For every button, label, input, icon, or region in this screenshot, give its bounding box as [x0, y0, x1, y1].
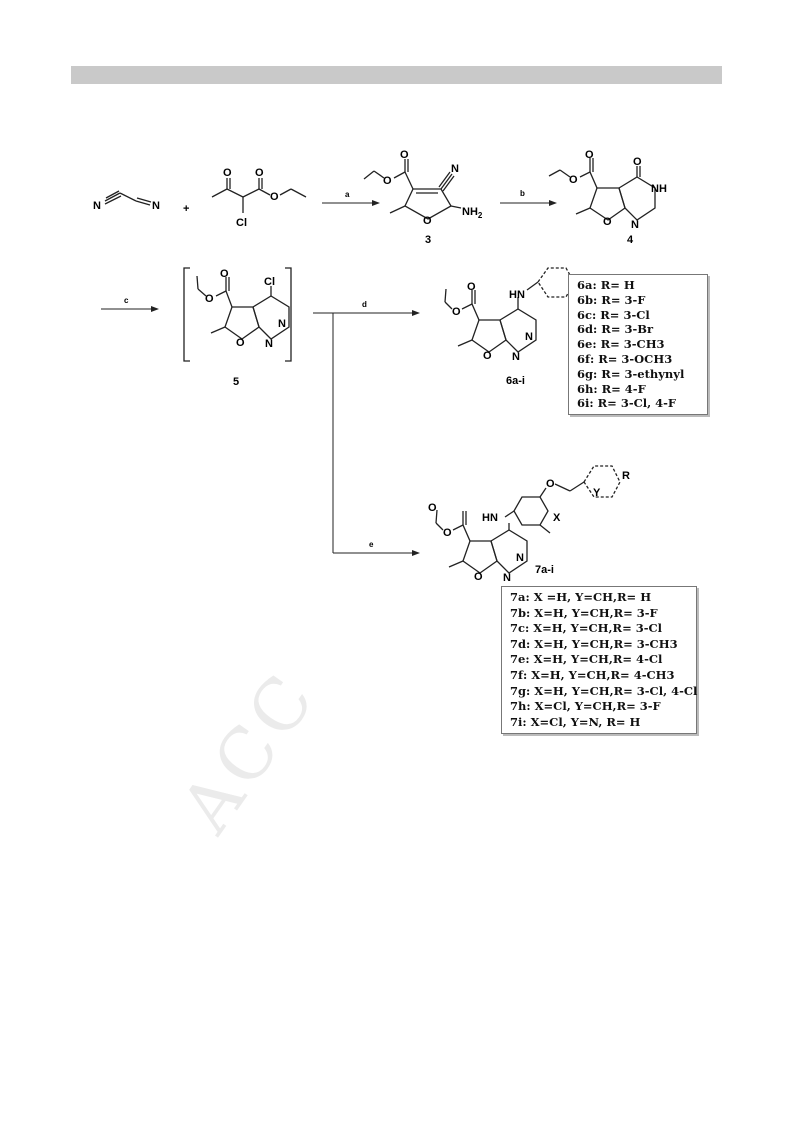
- ring-oxygen-label: O: [603, 216, 612, 228]
- series-6-entry: 6g: R= 3-ethynyl: [577, 366, 685, 381]
- compound-5-label: 5: [233, 376, 239, 388]
- reagent-a-label: a: [345, 190, 350, 199]
- chlorine-label: Cl: [236, 217, 247, 229]
- nh-label: NH: [651, 183, 667, 195]
- compound-3-structure: O O N O NH2: [363, 149, 483, 227]
- oxygen-label: O: [223, 167, 232, 179]
- malononitrile: N N: [93, 190, 160, 212]
- oxygen-label: O: [255, 167, 264, 179]
- series-7-entry: 7b: X=H, Y=CH,R= 3-F: [510, 605, 658, 620]
- ring-oxygen-label: O: [474, 571, 483, 583]
- hn-label: HN: [509, 289, 525, 301]
- arrowhead: [549, 200, 557, 206]
- series-7-entry: 7i: X=Cl, Y=N, R= H: [510, 714, 641, 729]
- oxygen-label: O: [383, 175, 392, 187]
- oxygen-label: O: [270, 191, 279, 203]
- nitrogen-label: N: [525, 331, 533, 343]
- reagent-c-label: c: [124, 296, 129, 305]
- series-7-entry: 7h: X=Cl, Y=CH,R= 3-F: [510, 699, 661, 714]
- oxygen-label: O: [400, 149, 409, 161]
- series-6-entry: 6a: R= H: [577, 278, 635, 292]
- nitrogen-label: N: [631, 219, 639, 231]
- arrowhead: [372, 200, 380, 206]
- compound-3-label: 3: [425, 234, 431, 246]
- series-7-entry: 7g: X=H, Y=CH,R= 3-Cl, 4-Cl: [510, 683, 698, 698]
- hn-label: HN: [482, 512, 498, 524]
- oxygen-label: O: [569, 174, 578, 186]
- nitrogen-label: N: [503, 572, 511, 584]
- y-atom-label: Y: [593, 487, 601, 499]
- ethyl-chloroacetoacetate: O O O Cl: [211, 167, 307, 229]
- ring-oxygen-label: O: [483, 350, 492, 362]
- nitrogen-label: N: [512, 351, 520, 363]
- oxygen-label: O: [443, 527, 452, 539]
- series-7-substituent-box: 7a: X =H, Y=CH,R= H 7b: X=H, Y=CH,R= 3-F…: [501, 586, 698, 735]
- series-6-entry: 6e: R= 3-CH3: [577, 337, 665, 352]
- series-6-entry: 6i: R= 3-Cl, 4-F: [577, 396, 677, 411]
- nitrogen-label: N: [93, 200, 101, 212]
- compound-4-label: 4: [627, 234, 634, 246]
- compound-5-structure: O O Cl N O N: [196, 268, 290, 350]
- series-7-entry: 7a: X =H, Y=CH,R= H: [510, 590, 652, 604]
- series-6-entry: 6h: R= 4-F: [577, 381, 646, 396]
- chlorine-label: Cl: [264, 276, 275, 288]
- compound-7-structure: O O HN O X Y R N O N: [428, 465, 630, 584]
- arrowhead: [151, 306, 159, 312]
- compound-6-label: 6a-i: [506, 375, 525, 387]
- reagent-e-label: e: [369, 540, 374, 549]
- series-6-entry: 6d: R= 3-Br: [577, 322, 654, 337]
- right-bracket: [285, 267, 292, 362]
- compound-6-structure: O O HN R N O N: [444, 267, 583, 363]
- reagent-b-label: b: [520, 189, 525, 198]
- series-6-entry: 6c: R= 3-Cl: [577, 307, 650, 322]
- nitrogen-label: N: [278, 318, 286, 330]
- r-group-label: R: [622, 470, 630, 482]
- series-6-entry: 6b: R= 3-F: [577, 292, 646, 307]
- oxygen-label: O: [585, 149, 594, 161]
- series-7-entry: 7c: X=H, Y=CH,R= 3-Cl: [510, 621, 663, 636]
- ring-oxygen-label: O: [236, 337, 245, 349]
- series-7-entry: 7d: X=H, Y=CH,R= 3-CH3: [510, 636, 678, 651]
- oxygen-label: O: [452, 306, 461, 318]
- arrowhead: [412, 550, 420, 556]
- reagent-d-label: d: [362, 300, 367, 309]
- series-6-entry: 6f: R= 3-OCH3: [577, 351, 673, 366]
- left-bracket: [183, 267, 190, 362]
- nitrogen-label: N: [152, 200, 160, 212]
- compound-4-structure: O O O NH O N: [548, 149, 667, 231]
- x-substituent-label: X: [553, 512, 561, 524]
- ether-oxygen-label: O: [546, 478, 555, 490]
- series-6-substituent-box: 6a: R= H 6b: R= 3-F 6c: R= 3-Cl 6d: R= 3…: [568, 274, 708, 416]
- oxygen-label: O: [467, 281, 476, 293]
- ring-oxygen-label: O: [423, 215, 432, 227]
- amine-label: NH2: [462, 206, 483, 220]
- oxygen-label: O: [205, 293, 214, 305]
- nitrogen-label: N: [265, 338, 273, 350]
- oxygen-label: O: [220, 268, 229, 280]
- oxygen-label: O: [428, 502, 437, 514]
- series-7-entry: 7e: X=H, Y=CH,R= 4-Cl: [510, 652, 663, 667]
- compound-7-label: 7a-i: [535, 564, 554, 576]
- series-7-entry: 7f: X=H, Y=CH,R= 4-CH3: [510, 667, 675, 682]
- header-bar: [71, 66, 722, 84]
- nitrogen-label: N: [516, 552, 524, 564]
- nitrogen-label: N: [451, 163, 459, 175]
- plus-sign: +: [183, 203, 189, 215]
- arrowhead: [412, 310, 420, 316]
- carbonyl-oxygen-label: O: [633, 156, 642, 168]
